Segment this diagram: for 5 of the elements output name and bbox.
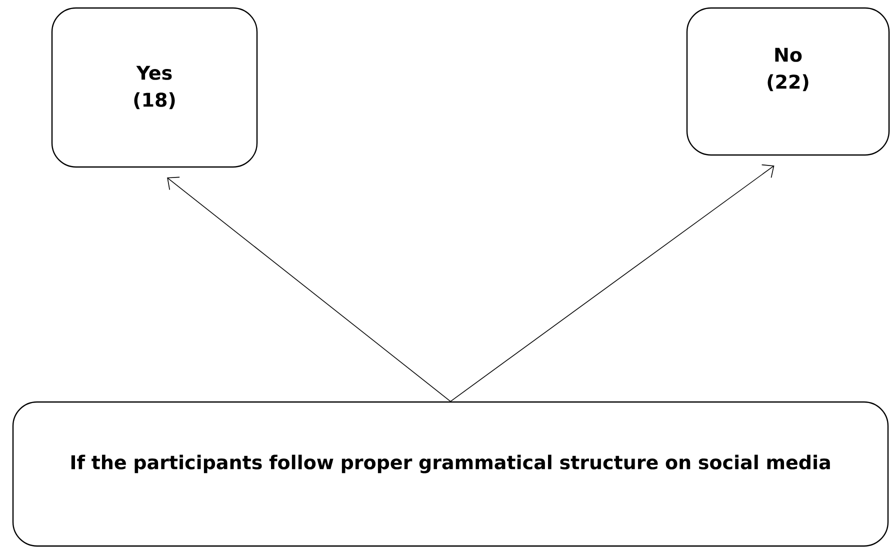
- process-box: No (22): [686, 7, 890, 156]
- process-box: Yes (18): [51, 7, 258, 168]
- process-box: If the participants follow proper grammatical structure on social media: [12, 401, 889, 547]
- arrow: [450, 164, 774, 402]
- arrow: [167, 176, 451, 402]
